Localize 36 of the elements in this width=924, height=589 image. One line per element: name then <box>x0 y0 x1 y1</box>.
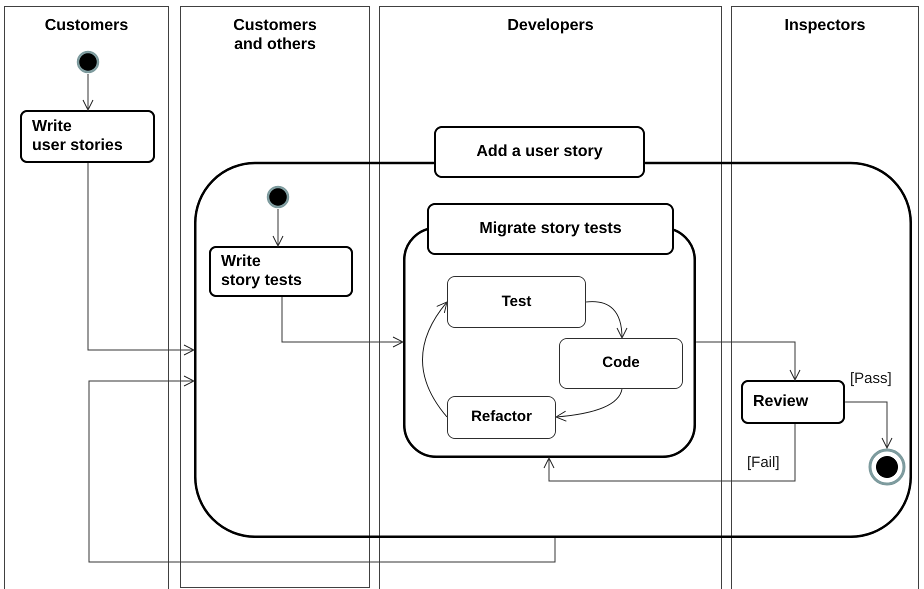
region-header: Migrate story tests <box>427 203 674 255</box>
final-node <box>868 448 906 486</box>
step-box <box>559 338 683 389</box>
arrow <box>844 402 892 448</box>
region-header: Add a user story <box>434 126 645 178</box>
step-label: Code <box>602 353 640 374</box>
lane-header: Customers <box>44 16 128 36</box>
arrow <box>82 74 94 110</box>
initial-node <box>266 185 290 209</box>
arrow <box>88 376 556 562</box>
action-box <box>741 380 845 424</box>
lane-header: Developers <box>507 16 594 36</box>
step-label: Test <box>502 292 532 312</box>
arrow <box>422 302 448 418</box>
arrow <box>556 388 622 422</box>
action-label: Review <box>753 392 810 412</box>
edge-label: [Fail] <box>747 455 780 470</box>
step-box <box>447 276 586 328</box>
action-box <box>20 110 155 163</box>
action-label: Write user stories <box>32 118 124 155</box>
activity-region <box>403 203 696 458</box>
step-label: Refactor <box>471 407 532 428</box>
arrow <box>696 342 800 380</box>
lane-header: Customers and others <box>232 16 318 54</box>
arrow <box>586 301 628 338</box>
arrow <box>544 424 796 482</box>
step-box <box>447 396 556 439</box>
initial-node <box>76 50 100 74</box>
arrow <box>282 296 404 348</box>
action-label: Write story tests <box>221 253 303 290</box>
action-box <box>209 246 353 297</box>
activity-region <box>194 126 912 538</box>
arrow <box>88 162 194 356</box>
arrow <box>272 208 284 246</box>
lane-header: Inspectors <box>784 16 866 36</box>
edge-label: [Pass] <box>850 371 892 386</box>
